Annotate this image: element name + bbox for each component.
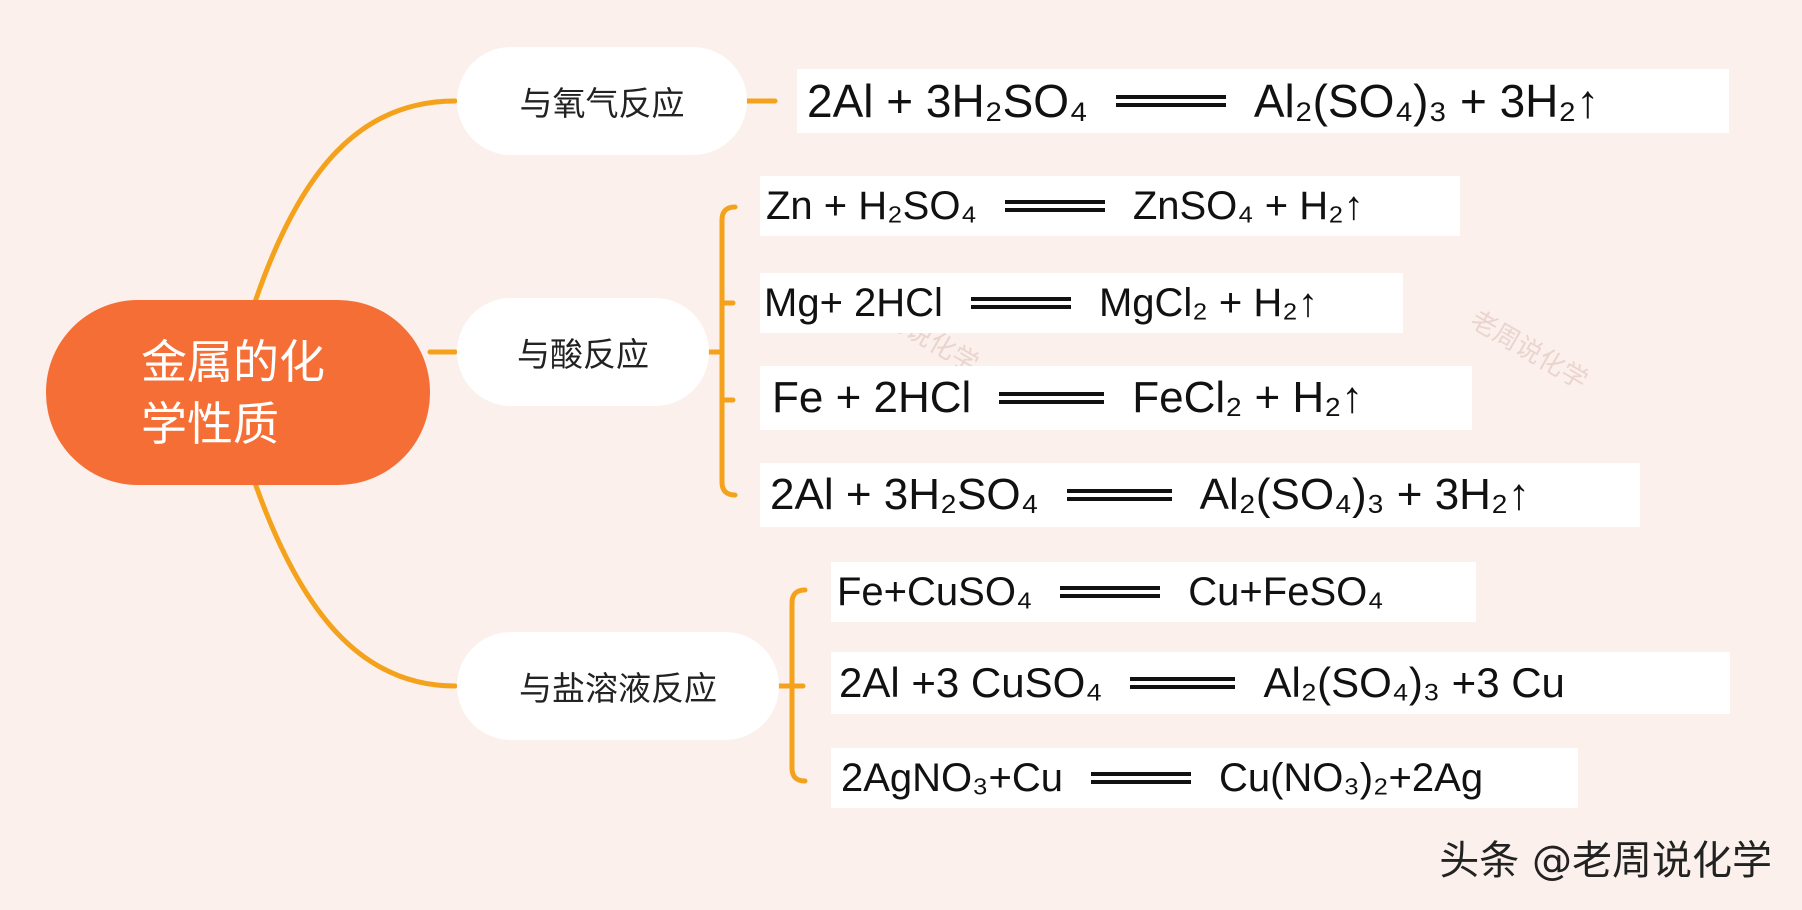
equation-reactants: 2Al + 3H₂SO₄ [807,75,1088,127]
equation: Zn + H₂SO₄ ZnSO₄ + H₂↑ [760,176,1460,236]
root-title-line2: 学性质 [141,396,279,451]
equation-products: Al₂(SO₄)₃ + 3H₂↑ [1253,75,1600,127]
equation-products: Al₂(SO₄)₃ + 3H₂↑ [1199,470,1531,519]
equation-reactants: 2AgNO₃+Cu [841,755,1063,800]
equals-sign [1115,94,1226,108]
equation: 2AgNO₃+Cu Cu(NO₃)₂+2Ag [831,748,1578,808]
equation-reactants: 2Al + 3H₂SO₄ [770,470,1039,519]
equation-reactants: Fe+CuSO₄ [837,569,1033,614]
root-title-line1: 金属的化 [141,334,325,389]
equation-reactants: 2Al +3 CuSO₄ [839,659,1103,706]
equation: 2Al + 3H₂SO₄ Al₂(SO₄)₃ + 3H₂↑ [760,463,1640,527]
branch-label: 与氧气反应 [519,84,685,123]
branch-oxygen[interactable]: 与氧气反应 [457,47,747,155]
equation-reactants: Zn + H₂SO₄ [766,183,977,228]
branch-acid[interactable]: 与酸反应 [457,298,709,406]
source-credit: 头条 @老周说化学 [1439,838,1772,884]
connector-root-oxygen [252,98,458,305]
bracket-acid [705,204,738,498]
equation: 2Al +3 CuSO₄ Al₂(SO₄)₃ +3 Cu [831,652,1730,714]
root-node[interactable]: 金属的化 学性质 [46,300,430,485]
equation-products: ZnSO₄ + H₂↑ [1132,183,1364,228]
equation: 2Al + 3H₂SO₄ Al₂(SO₄)₃ + 3H₂↑ [797,69,1729,133]
bracket-salt [775,587,808,784]
equation-products: Cu+FeSO₄ [1188,569,1384,614]
equation-products: Cu(NO₃)₂+2Ag [1218,755,1484,800]
equals-sign [1060,585,1161,599]
equation-reactants: Mg+ 2HCl [764,280,943,325]
equation-products: Al₂(SO₄)₃ +3 Cu [1263,659,1565,706]
equation-products: FeCl₂ + H₂↑ [1132,373,1364,422]
connector-root-salt [252,480,458,689]
equals-sign [1066,488,1172,502]
equals-sign [970,296,1071,310]
branch-label: 与酸反应 [517,335,649,374]
equals-sign [999,391,1105,405]
equals-sign [1004,199,1105,213]
equation: Mg+ 2HCl MgCl₂ + H₂↑ [760,273,1403,333]
equation-reactants: Fe + 2HCl [772,373,972,422]
equation: Fe + 2HCl FeCl₂ + H₂↑ [760,366,1472,430]
branch-label: 与盐溶液反应 [519,669,717,708]
equation-products: MgCl₂ + H₂↑ [1098,280,1318,325]
branch-salt[interactable]: 与盐溶液反应 [457,632,779,740]
equation: Fe+CuSO₄ Cu+FeSO₄ [831,562,1476,622]
equals-sign [1130,676,1236,690]
equals-sign [1090,771,1191,785]
